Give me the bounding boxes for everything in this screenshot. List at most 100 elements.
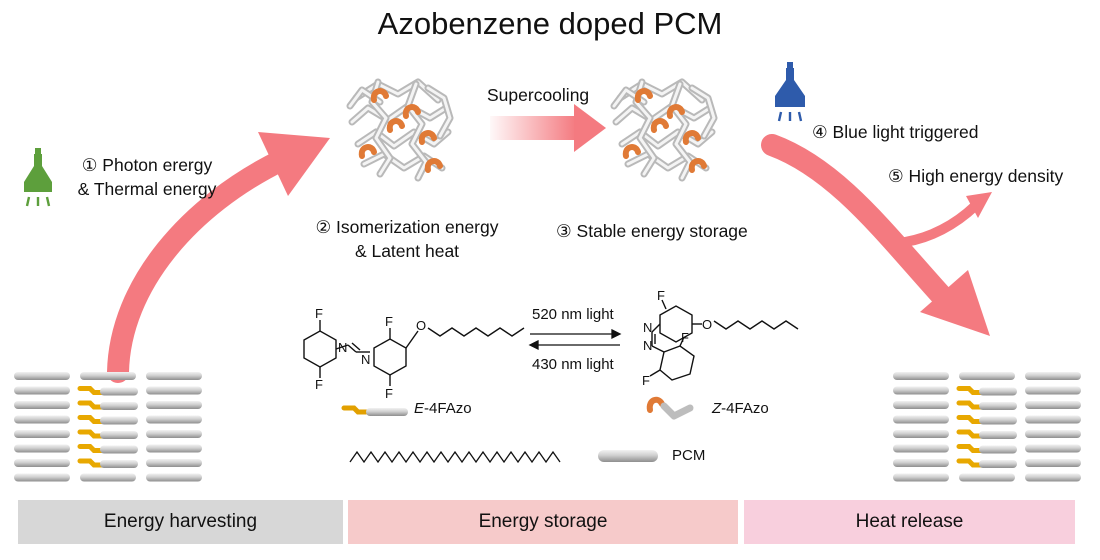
atom-n: N xyxy=(643,320,653,335)
z-isomer-suffix: -4FAzo xyxy=(721,400,769,417)
azo-unit xyxy=(956,458,984,468)
step3-label: ③ Stable energy storage xyxy=(556,221,748,241)
pcm-rod xyxy=(14,386,70,395)
pcm-rod xyxy=(80,372,136,380)
reaction-arrows xyxy=(528,328,622,351)
azo-unit xyxy=(956,429,984,439)
harvest-arrow xyxy=(107,132,330,383)
e-isomer-legend-icon xyxy=(341,405,408,416)
z-azo-unit xyxy=(650,118,669,133)
z-4fazo-structure xyxy=(649,299,799,381)
azo-unit xyxy=(77,415,105,424)
atom-o: O xyxy=(702,317,713,332)
alkane-chain-icon xyxy=(349,450,561,464)
pcm-strand-highlight xyxy=(350,104,448,124)
pcm-rod xyxy=(979,460,1017,468)
pcm-rod xyxy=(1025,372,1081,380)
pcm-rod xyxy=(979,416,1017,425)
pcm-rod xyxy=(100,431,138,439)
pcm-rod xyxy=(1025,401,1081,409)
z-azo-unit xyxy=(424,158,443,173)
green-flashlight-icon xyxy=(24,148,52,207)
atom-f: F xyxy=(657,288,665,303)
diagram-title: Azobenzene doped PCM xyxy=(377,6,723,41)
molecular-cluster-left xyxy=(346,78,454,182)
azo-unit xyxy=(77,400,105,410)
z-isomer-legend-icon xyxy=(646,396,694,420)
step1-line2: & Thermal energy xyxy=(77,179,217,199)
step2-line2: & Latent heat xyxy=(354,241,460,261)
azo-unit xyxy=(77,444,105,453)
pcm-rod xyxy=(146,473,202,482)
z-azo-unit xyxy=(358,144,377,159)
atom-n: N xyxy=(361,352,371,367)
pcm-rod xyxy=(14,372,70,380)
pcm-rod xyxy=(100,387,138,396)
z-azo-unit xyxy=(666,104,685,119)
atom-f: F xyxy=(385,386,393,401)
pcm-rod xyxy=(1025,444,1081,453)
z-azo-unit xyxy=(634,88,653,103)
pcm-rod xyxy=(146,430,202,438)
azo-unit xyxy=(956,444,984,453)
forward-light-label: 520 nm light xyxy=(532,306,614,323)
pcm-rod xyxy=(979,445,1017,454)
stage-heat-release: Heat release xyxy=(744,500,1075,544)
azo-unit xyxy=(956,400,984,410)
step2-label: ② Isomerization energy & Latent heat xyxy=(297,215,517,263)
pcm-rod xyxy=(959,372,1015,380)
atom-f: F xyxy=(681,330,689,345)
pcm-rod xyxy=(893,372,949,380)
step1-label: ① Photon erergy & Thermal energy xyxy=(62,153,232,201)
pcm-rod xyxy=(14,444,70,453)
z-azo-unit xyxy=(370,88,389,103)
pcm-rod xyxy=(100,402,138,410)
pcm-label: PCM xyxy=(672,447,706,464)
stage-energy-storage: Energy storage xyxy=(348,500,738,544)
z-azo-unit xyxy=(386,118,405,133)
e-4fazo-structure xyxy=(303,320,525,386)
pcm-rod xyxy=(1025,386,1081,395)
atom-f: F xyxy=(642,373,650,388)
supercooling-label: Supercooling xyxy=(487,85,590,105)
atom-f: F xyxy=(315,306,323,321)
pcm-rod xyxy=(146,401,202,409)
pcm-rod xyxy=(893,415,949,424)
pcm-rod xyxy=(100,460,138,468)
z-azo-unit xyxy=(622,144,641,159)
z-azo-unit xyxy=(682,130,701,145)
pcm-rod xyxy=(979,402,1017,410)
pcm-rod xyxy=(893,444,949,453)
pcm-rod xyxy=(14,473,70,482)
pcm-stack-right xyxy=(893,372,1081,482)
pcm-rod xyxy=(893,430,949,438)
pcm-rod xyxy=(1025,430,1081,438)
step1-line1: ① Photon erergy xyxy=(81,155,213,175)
z-azo-unit xyxy=(418,130,437,145)
pcm-strand-highlight xyxy=(426,86,452,138)
pcm-stack-left xyxy=(14,372,202,482)
pcm-rod xyxy=(979,431,1017,439)
pcm-rod xyxy=(100,445,138,454)
azo-unit xyxy=(956,415,984,424)
azo-unit xyxy=(956,386,984,395)
reverse-light-label: 430 nm light xyxy=(532,356,614,373)
pcm-rod xyxy=(146,459,202,467)
pcm-strand-highlight xyxy=(690,86,716,138)
pcm-rod xyxy=(1025,459,1081,467)
atom-f: F xyxy=(315,377,323,392)
atom-f: F xyxy=(385,314,393,329)
pcm-rod xyxy=(979,387,1017,396)
z-isomer-label: Z-4FAzo xyxy=(712,397,769,421)
pcm-rod xyxy=(14,459,70,467)
pcm-rod xyxy=(146,444,202,453)
z-azo-unit xyxy=(402,104,421,119)
pcm-rod xyxy=(146,372,202,380)
pcm-strand-highlight xyxy=(620,130,714,148)
pcm-rod xyxy=(893,386,949,395)
pcm-strand-highlight xyxy=(406,82,428,180)
pcm-legend-rod xyxy=(598,450,658,462)
molecular-cluster-right xyxy=(610,78,718,182)
pcm-rod xyxy=(893,401,949,409)
pcm-rod xyxy=(146,386,202,395)
